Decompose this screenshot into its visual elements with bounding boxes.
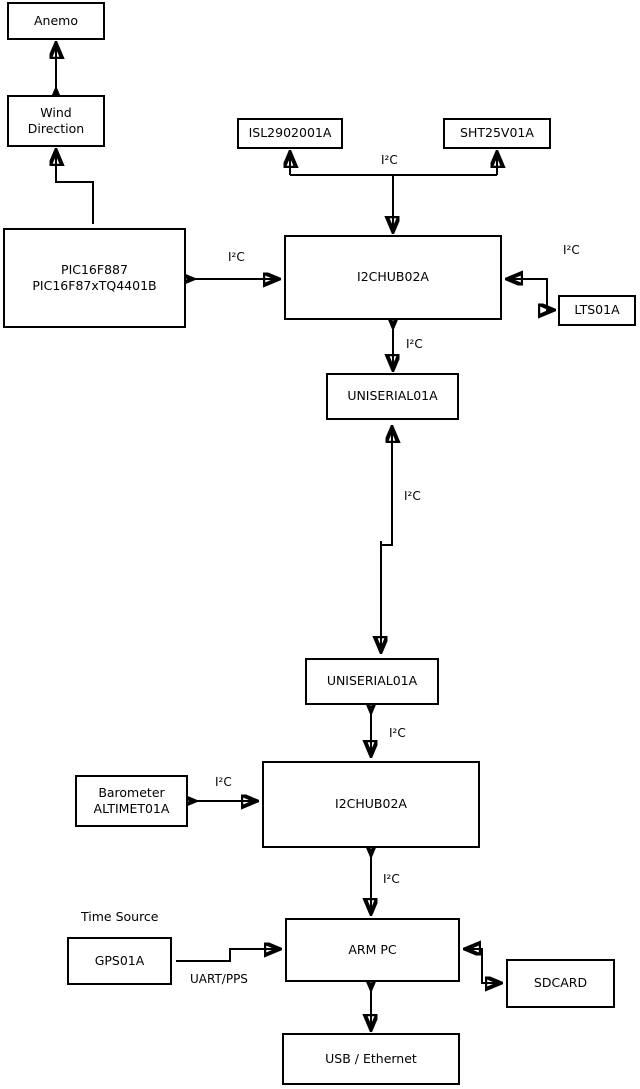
node-uniserial01a-top[interactable]: UNISERIAL01A <box>326 373 459 420</box>
node-uniserial01a-bottom[interactable]: UNISERIAL01A <box>305 658 439 705</box>
edge-hubtop-lts <box>508 279 548 310</box>
edge-pic-wind <box>56 151 94 224</box>
edge-label-uart-pps: UART/PPS <box>190 972 248 986</box>
edge-label-i2c-hub-uniserial: I²C <box>406 337 423 351</box>
edge-gps-armpc <box>176 949 279 962</box>
node-pic-microcontroller[interactable]: PIC16F887 PIC16F87xTQ4401B <box>3 228 186 328</box>
edge-armpc-sdcard <box>481 949 500 983</box>
node-i2chub02a-bottom[interactable]: I2CHUB02A <box>262 761 480 848</box>
edge-label-i2c-barometer-hub: I²C <box>215 775 232 789</box>
edge-label-i2c-pic-hub: I²C <box>228 250 245 264</box>
edge-uniserial-link-up <box>381 428 392 546</box>
node-usb-ethernet[interactable]: USB / Ethernet <box>282 1033 460 1085</box>
node-i2chub02a-top[interactable]: I2CHUB02A <box>284 235 502 320</box>
node-arm-pc[interactable]: ARM PC <box>285 918 460 982</box>
edge-label-i2c-hub-lts: I²C <box>563 243 580 257</box>
edge-label-i2c-hub-armpc: I²C <box>383 872 400 886</box>
edge-label-i2c-hub-branch: I²C <box>381 153 398 167</box>
label-time-source: Time Source <box>81 909 159 924</box>
node-isl2902001a[interactable]: ISL2902001A <box>237 118 343 149</box>
edge-sdcard-armpc <box>466 949 483 983</box>
node-sht25v01a[interactable]: SHT25V01A <box>443 118 551 149</box>
node-gps01a[interactable]: GPS01A <box>67 937 172 985</box>
node-sdcard[interactable]: SDCARD <box>506 959 615 1008</box>
edge-lts-hubtop <box>547 279 553 310</box>
node-anemo[interactable]: Anemo <box>7 2 105 40</box>
node-wind-direction[interactable]: Wind Direction <box>7 95 105 147</box>
node-lts01a[interactable]: LTS01A <box>558 295 636 326</box>
edge-label-i2c-uniserial-hub-bottom: I²C <box>389 726 406 740</box>
edge-label-i2c-uniserial-link: I²C <box>404 489 421 503</box>
node-barometer-altimet01a[interactable]: Barometer ALTIMET01A <box>75 775 188 827</box>
